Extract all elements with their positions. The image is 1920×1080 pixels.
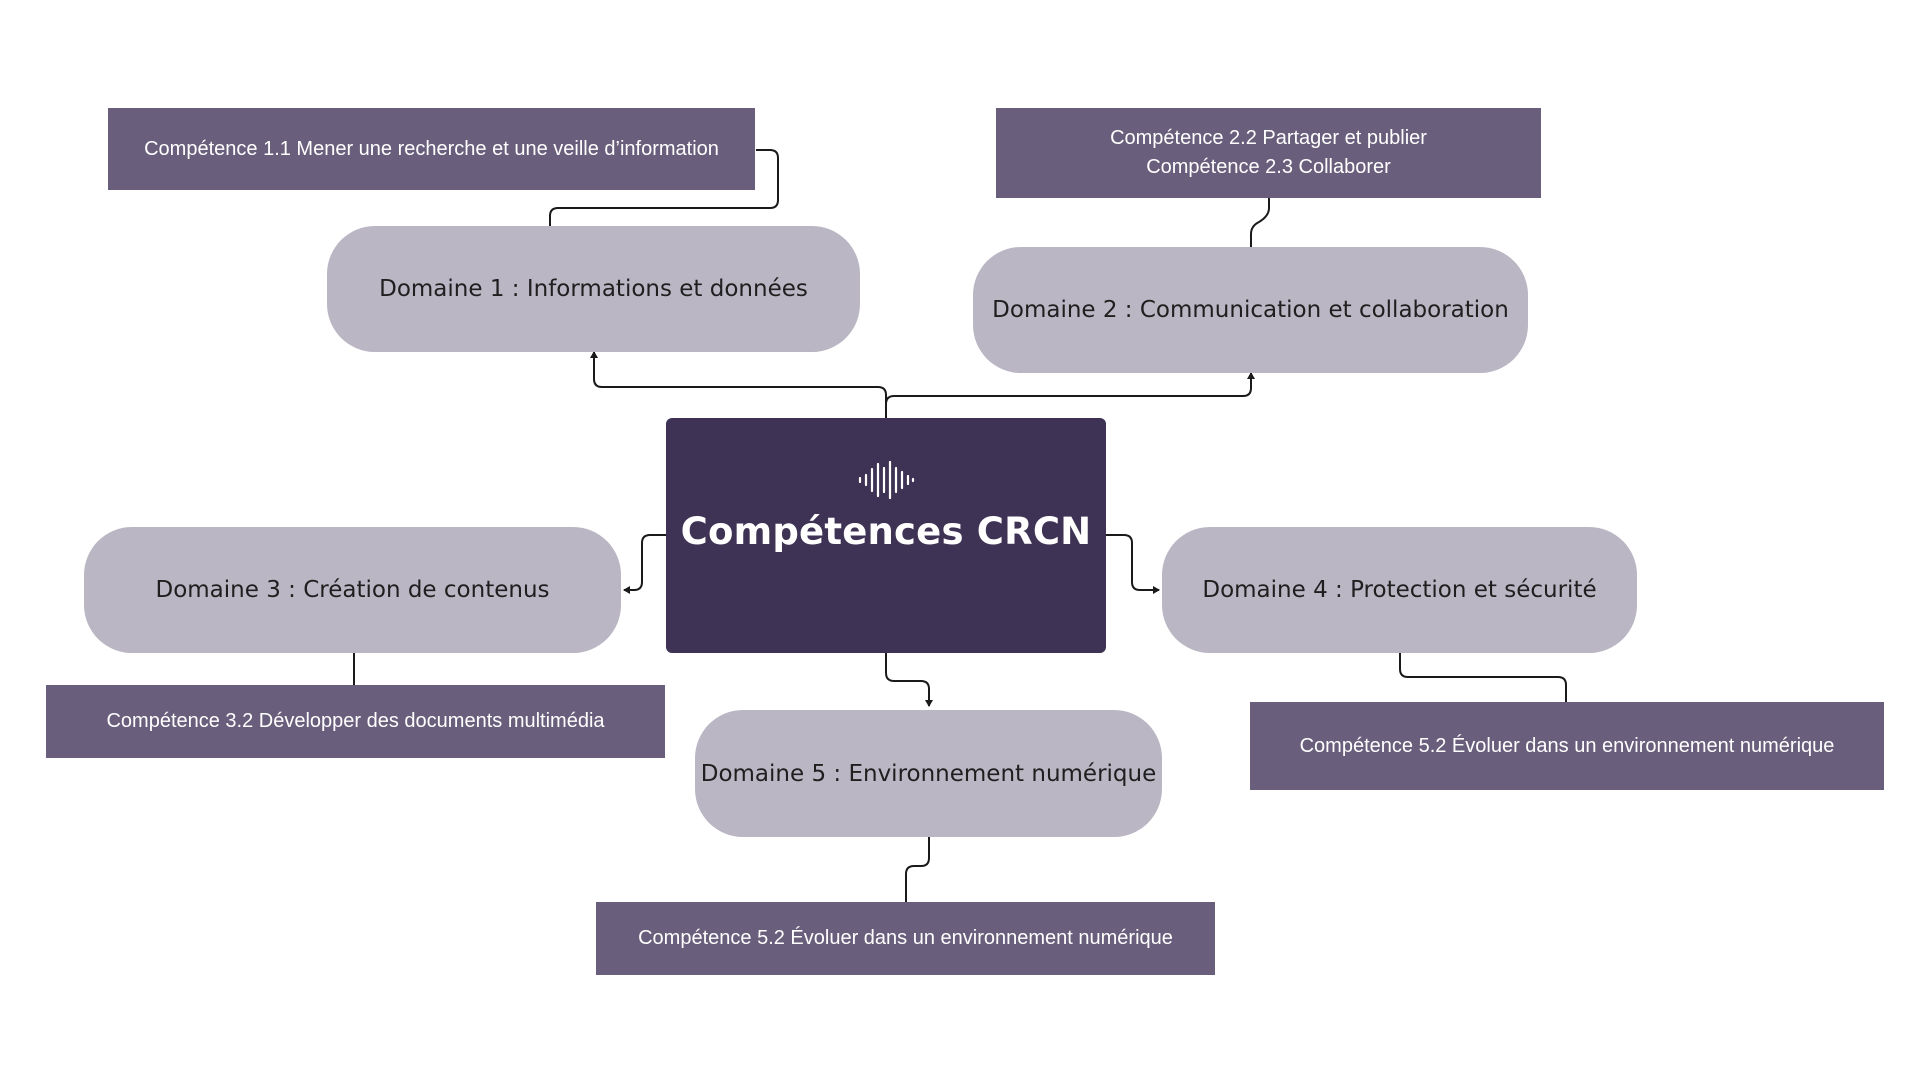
competence-label: Compétence 3.2 Développer des documents … [106, 710, 605, 732]
domain-2-node[interactable]: Domaine 2 : Communication et collaborati… [973, 247, 1528, 373]
connector-central-domain1 [590, 351, 887, 418]
domain-4-node[interactable]: Domaine 4 : Protection et sécurité [1162, 527, 1637, 653]
central-title: Compétences CRCN [680, 510, 1092, 553]
competence-label: Compétence 1.1 Mener une recherche et un… [144, 137, 719, 160]
connector-central-domain5 [885, 653, 933, 707]
connector-central-domain2 [885, 372, 1255, 418]
domain-5-node[interactable]: Domaine 5 : Environnement numérique [695, 710, 1162, 837]
competence-3-2-node[interactable]: Compétence 3.2 Développer des documents … [46, 685, 665, 758]
central-node[interactable]: Compétences CRCN [666, 418, 1106, 653]
competence-d4-node[interactable]: Compétence 5.2 Évoluer dans un environne… [1250, 702, 1884, 790]
competence-label: Compétence 2.2 Partager et publier [1110, 127, 1427, 149]
connector-domain5-comp [905, 837, 930, 902]
connector-domain2-comp [1250, 198, 1270, 247]
competence-1-1-node[interactable]: Compétence 1.1 Mener une recherche et un… [108, 108, 755, 190]
competence-label: Compétence 5.2 Évoluer dans un environne… [638, 927, 1173, 949]
connector-central-domain3 [623, 534, 666, 594]
competence-2-node[interactable]: Compétence 2.2 Partager et publier Compé… [996, 108, 1541, 198]
connector-domain1-comp [549, 149, 779, 226]
soundwave-icon [858, 460, 915, 500]
competence-label: Compétence 5.2 Évoluer dans un environne… [1299, 734, 1835, 757]
competence-label: Compétence 2.3 Collaborer [1146, 156, 1391, 178]
competence-d5-node[interactable]: Compétence 5.2 Évoluer dans un environne… [596, 902, 1215, 975]
domain-1-node[interactable]: Domaine 1 : Informations et données [327, 226, 860, 352]
connector-central-domain4 [1106, 534, 1160, 594]
connector-domain4-comp [1399, 653, 1567, 702]
domain-3-node[interactable]: Domaine 3 : Création de contenus [84, 527, 621, 653]
